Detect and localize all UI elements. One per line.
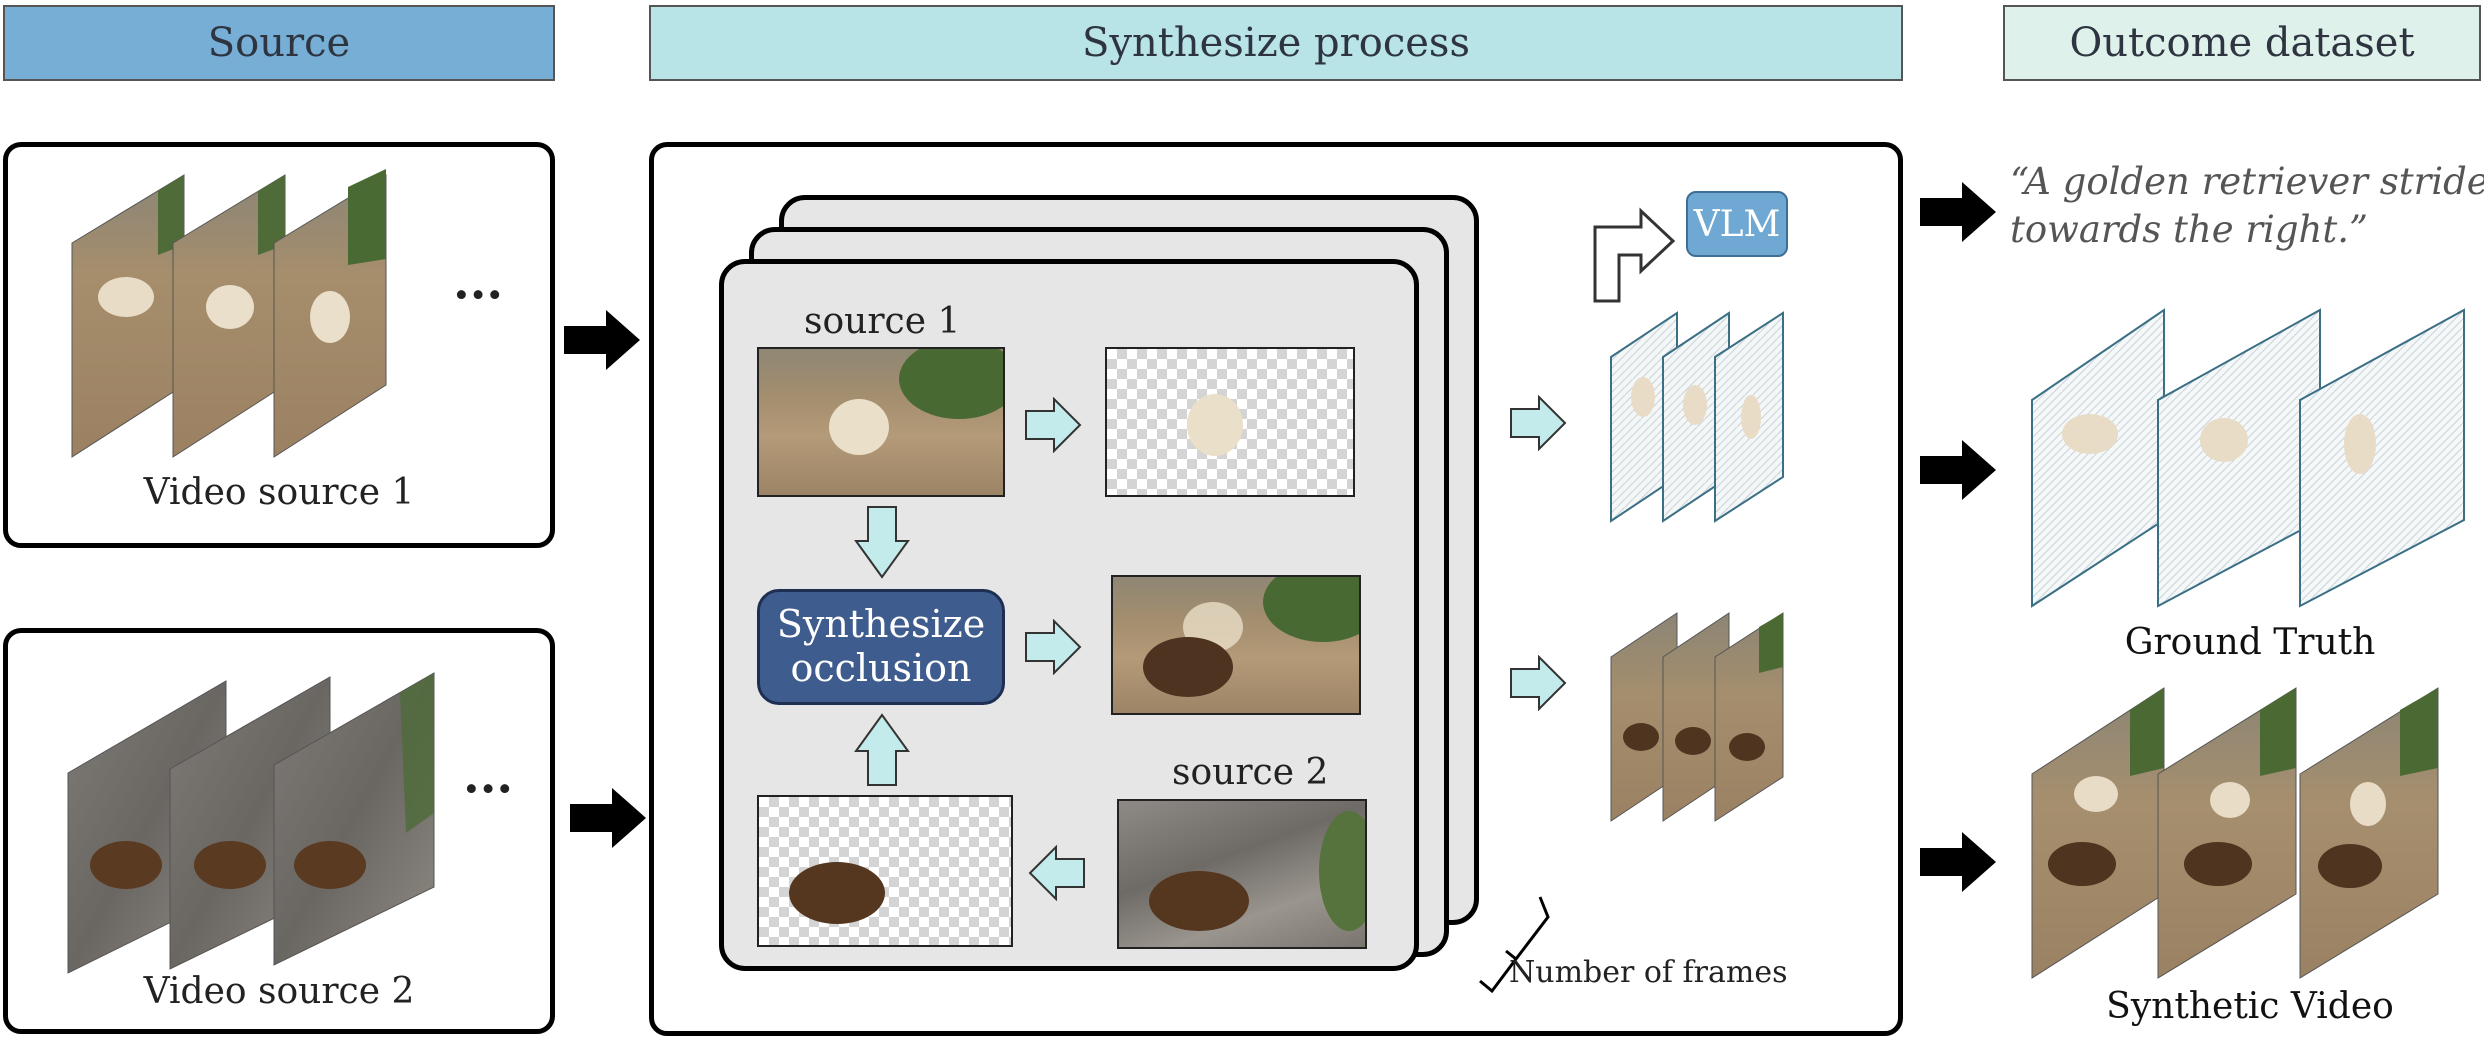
video-source-1-panel: ··· Video source 1 [3, 142, 555, 548]
bear-figure [1143, 637, 1233, 697]
source-header: Source [3, 5, 555, 81]
vlm-box: VLM [1686, 191, 1788, 257]
video-source-1-label: Video source 1 [143, 472, 415, 513]
synthesize-occlusion-box: Synthesize occlusion [757, 589, 1005, 705]
ellipsis-2: ··· [463, 761, 514, 817]
video-source-2-panel: ··· Video source 2 [3, 628, 555, 1034]
dog-video-frame-3 [273, 169, 387, 458]
arrow-to-video-frames [1510, 655, 1567, 711]
source-2-image [1117, 799, 1367, 949]
synthetic-frame-3 [2299, 687, 2439, 979]
synthetic-video-frames [2031, 687, 2439, 979]
video-source-2-label: Video source 2 [143, 971, 415, 1012]
synthesize-process-header: Synthesize process [649, 5, 1903, 81]
mask-frame-3 [1714, 311, 1784, 523]
number-of-frames-brace [1479, 896, 1550, 994]
video-frame-1 [1610, 612, 1678, 822]
arrow-synth-to-composite [1025, 619, 1082, 675]
number-of-frames-label: Number of frames [1509, 955, 1788, 990]
video-source-1-frames [71, 169, 387, 458]
dog-video-frame-2 [172, 174, 286, 458]
synthesize-header-label: Synthesize process [1082, 20, 1470, 66]
masked-bear-image [757, 795, 1013, 947]
source-header-label: Source [207, 20, 351, 66]
bear-video-frame-3 [273, 672, 435, 966]
arrow-to-caption [1920, 182, 1996, 242]
ground-truth-frame-3 [2299, 308, 2465, 608]
arrow-to-vlm [1593, 207, 1676, 303]
source-1-image [757, 347, 1005, 497]
dog-video-frame-1 [71, 174, 185, 458]
arrow-source2-to-mask [1028, 845, 1085, 901]
mask-frame-1 [1610, 311, 1678, 523]
arrow-source1-to-mask [1025, 397, 1082, 453]
arrow-source1-to-process [564, 310, 640, 370]
synthetic-video-label: Synthetic Video [2106, 986, 2394, 1027]
dog-figure [829, 399, 889, 455]
synthesize-occlusion-line2: occlusion [790, 646, 972, 690]
composite-image [1111, 575, 1361, 715]
outcome-header-label: Outcome dataset [2069, 20, 2415, 66]
ground-truth-frame-2 [2157, 308, 2321, 608]
ellipsis: ··· [453, 267, 504, 323]
vlm-label: VLM [1693, 203, 1781, 245]
caption-line-1: “A golden retriever strides [2010, 160, 2484, 203]
video-frame-3 [1714, 612, 1784, 822]
mask-frame-stack [1610, 311, 1784, 523]
ground-truth-frames [2031, 308, 2465, 608]
masked-dog-image [1105, 347, 1355, 497]
outcome-dataset-header: Outcome dataset [2003, 5, 2481, 81]
arrow-to-ground-truth [1920, 440, 1996, 500]
source-1-label: source 1 [804, 301, 961, 342]
ground-truth-frame-1 [2031, 308, 2165, 608]
arrow-to-mask-frames [1510, 395, 1567, 451]
synthesize-occlusion-line1: Synthesize [776, 602, 986, 647]
synthetic-frame-1 [2031, 687, 2165, 979]
caption-line-2: towards the right.” [2010, 208, 2368, 252]
source-2-label: source 2 [1172, 752, 1329, 793]
synthetic-frame-2 [2157, 687, 2297, 979]
video-source-2-frames [67, 672, 435, 974]
arrow-source2-to-process [570, 788, 646, 848]
arrow-source1-to-synth [854, 506, 910, 579]
arrow-to-synthetic-video [1920, 832, 1996, 892]
synthesize-process-panel: source 1 Synthesize occlusion source 2 [649, 142, 1903, 1036]
video-frame-2 [1662, 612, 1730, 822]
video-frame-stack [1610, 612, 1784, 822]
ground-truth-label: Ground Truth [2124, 622, 2376, 663]
vlm-caption: “A golden retriever strides towards the … [2010, 158, 2484, 254]
arrow-mask-to-synth [854, 713, 910, 786]
